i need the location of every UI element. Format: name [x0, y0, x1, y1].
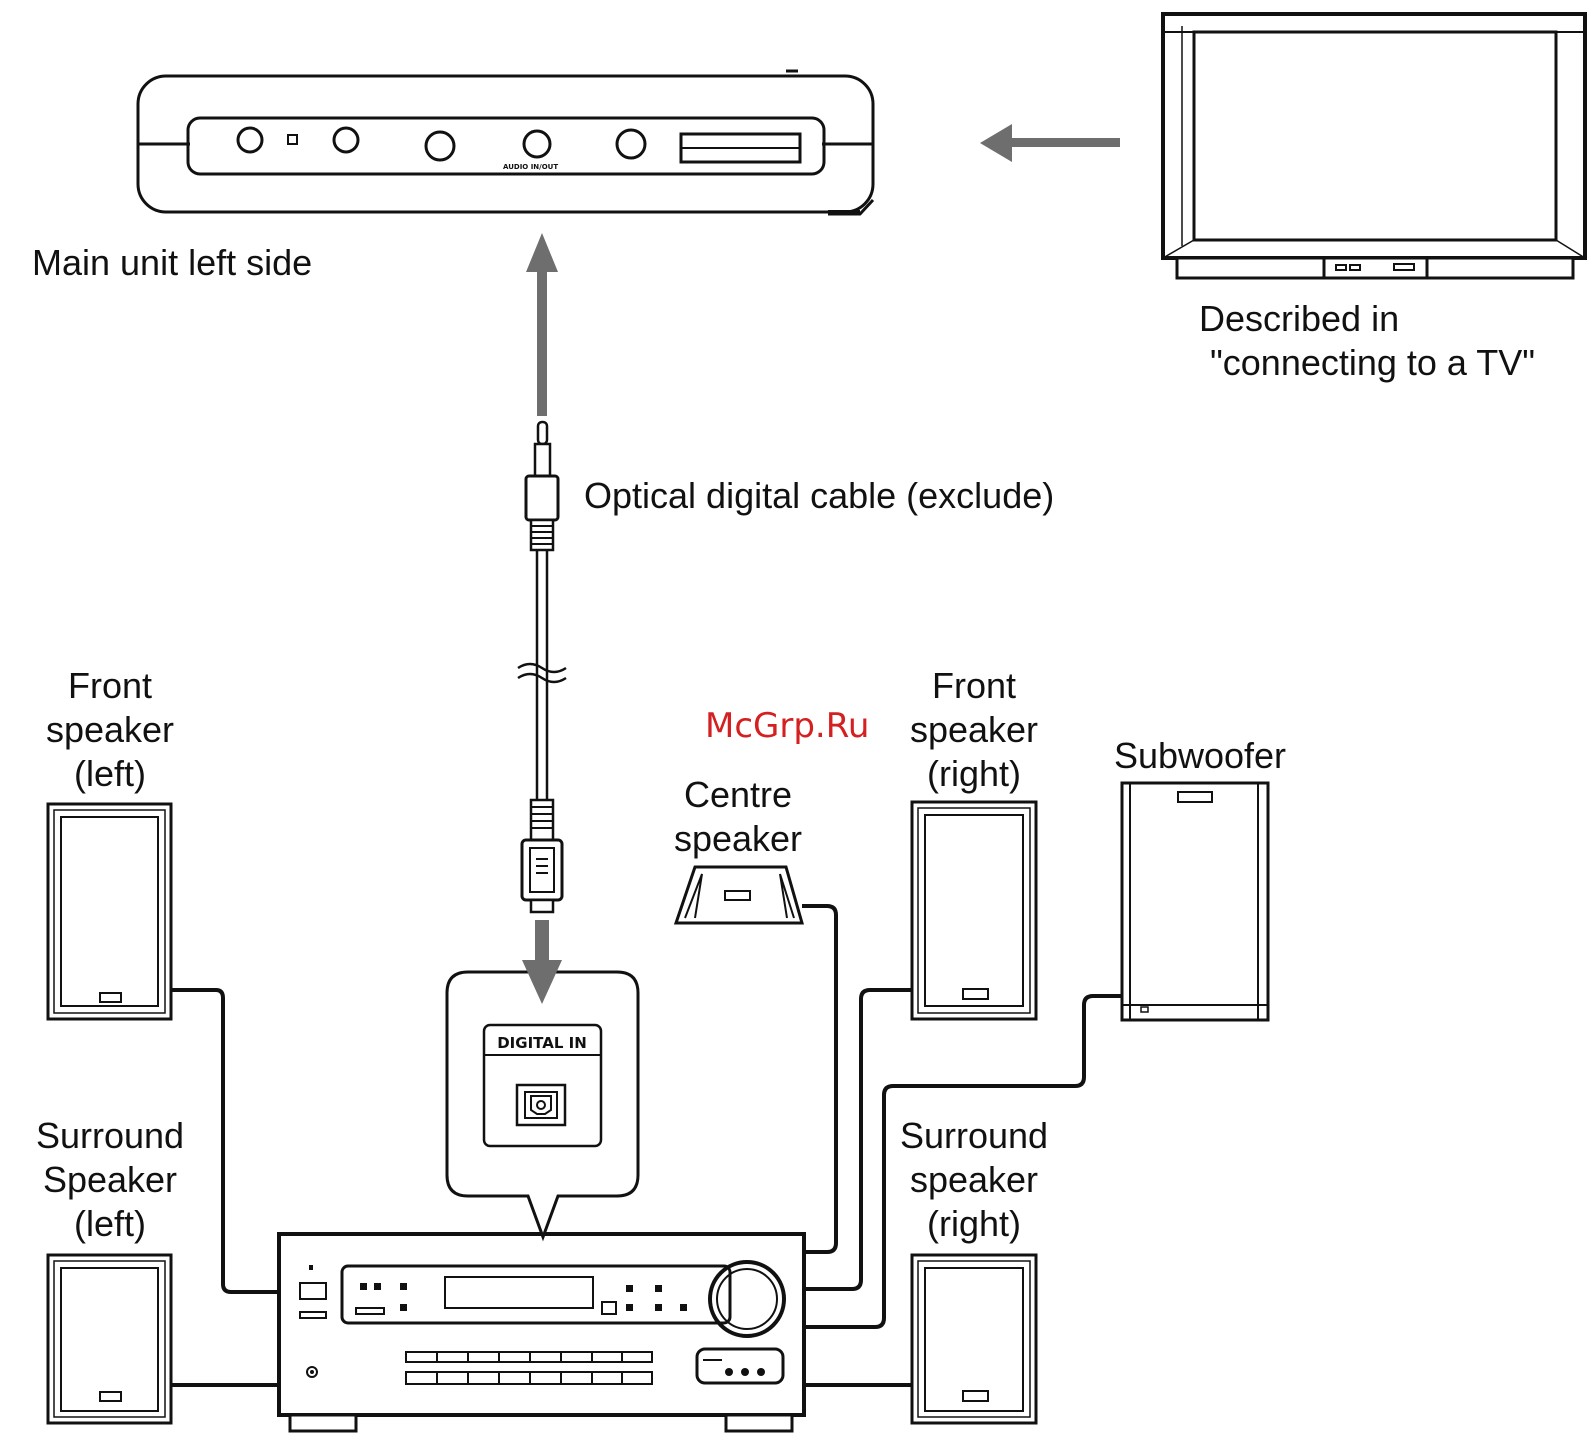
tv: [1163, 14, 1585, 278]
main-unit: [138, 71, 873, 214]
digital-in-label: DIGITAL IN: [497, 1034, 587, 1052]
subwoofer: [1122, 783, 1268, 1020]
tv-label-line1: Described in: [1199, 297, 1399, 341]
front-speaker-right-label: Front speaker (right): [874, 664, 1074, 796]
arrow-tv-to-unit: [980, 124, 1120, 162]
surround-speaker-right-label: Surround speaker (right): [874, 1114, 1074, 1246]
arrow-cable-to-unit: [526, 233, 558, 416]
watermark: McGrp.Ru: [705, 706, 869, 746]
surround-speaker-right: [912, 1255, 1036, 1423]
optical-cable: [518, 422, 566, 912]
front-speaker-right: [912, 802, 1036, 1019]
subwoofer-label: Subwoofer: [1090, 734, 1310, 778]
centre-speaker: [676, 867, 802, 923]
main-unit-label: Main unit left side: [32, 241, 312, 285]
centre-speaker-label: Centre speaker: [638, 773, 838, 861]
surround-speaker-left: [48, 1255, 171, 1423]
surround-speaker-left-label: Surround Speaker (left): [10, 1114, 210, 1246]
front-speaker-left-label: Front speaker (left): [10, 664, 210, 796]
tv-label-line2: "connecting to a TV": [1210, 341, 1535, 385]
front-speaker-left: [48, 804, 171, 1019]
audio-in-out-label: AUDIO IN/OUT: [503, 163, 558, 171]
cable-label: Optical digital cable (exclude): [584, 474, 1054, 518]
digital-in-callout: [447, 972, 638, 1237]
av-receiver: [279, 1234, 804, 1431]
